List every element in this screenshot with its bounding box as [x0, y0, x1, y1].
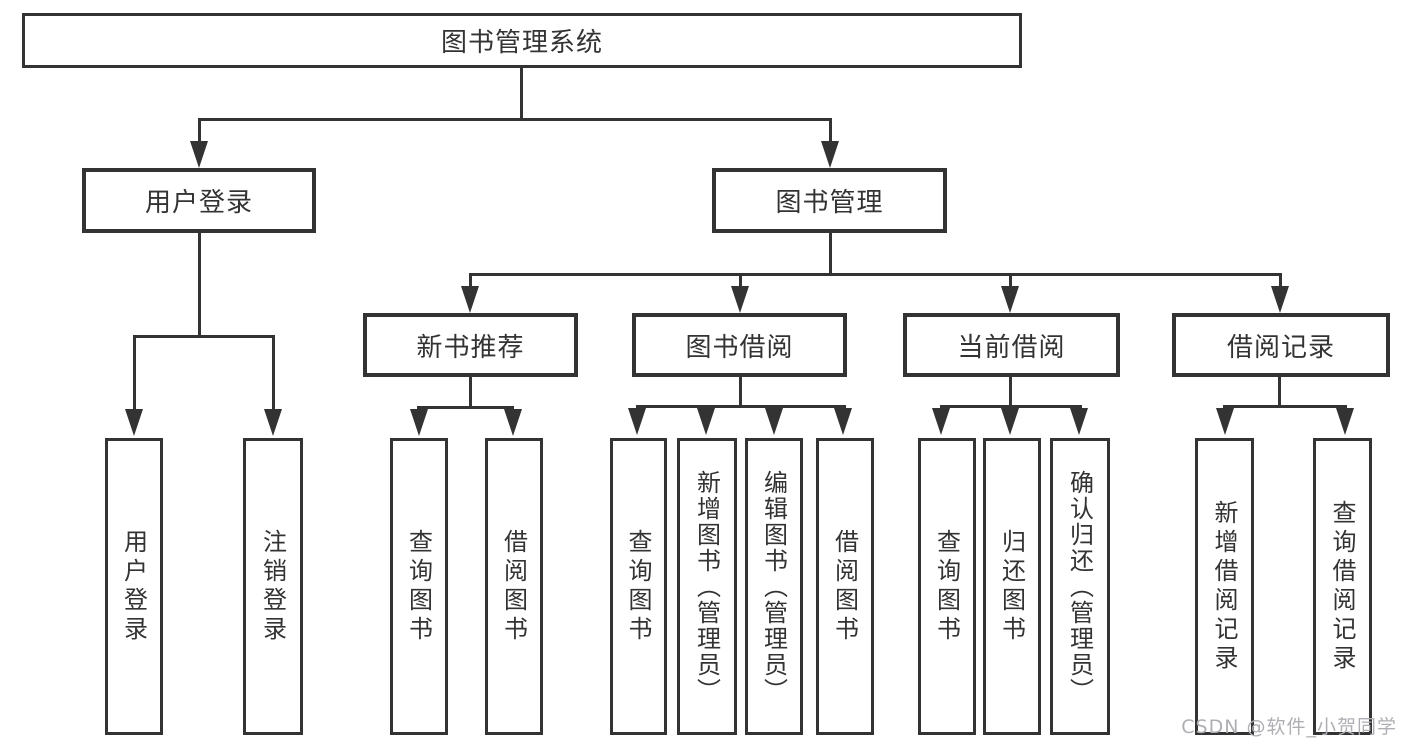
connector-newbook-hline — [417, 406, 514, 409]
connector-mgmt-stem — [829, 233, 832, 275]
node-user-login: 用户登录 — [82, 168, 316, 233]
arrow-down-new-book — [461, 286, 479, 313]
connector-drop-current-borrow — [1009, 275, 1012, 287]
connector-records-stem — [1278, 377, 1281, 408]
leaf-bb-add-book-admin: 新增图书（管理员） — [677, 438, 737, 735]
arrow-down-user-login — [190, 141, 208, 168]
connector-l2-hline — [198, 118, 832, 121]
leaf-bb-edit-book-admin-label: 编辑图书（管理员） — [759, 469, 788, 704]
arrow-down-current-borrow — [1001, 286, 1019, 313]
connector-drop-leaf-logout — [272, 337, 275, 410]
arrow-down-cb-confirm — [1070, 408, 1088, 435]
leaf-nb-query-books: 查询图书 — [390, 438, 448, 735]
connector-drop-book-mgmt — [829, 120, 832, 144]
arrow-down-rec-add — [1216, 408, 1234, 435]
connector-borrow-hline — [636, 405, 846, 408]
leaf-cb-confirm-return-admin: 确认归还（管理员） — [1050, 438, 1110, 735]
arrow-down-leaf-user-login — [125, 409, 143, 436]
arrow-down-book-mgmt — [821, 141, 839, 168]
connector-drop-new-book — [469, 275, 472, 287]
connector-borrow-stem — [739, 377, 742, 408]
leaf-bb-borrow-books-label: 借阅图书 — [830, 528, 859, 645]
arrow-down-nb-query — [410, 409, 428, 436]
node-current-borrow-label: 当前借阅 — [957, 332, 1066, 363]
connector-drop-user-login — [198, 120, 201, 144]
leaf-bb-borrow-books: 借阅图书 — [816, 438, 874, 735]
connector-root-stem — [520, 66, 523, 120]
leaf-bb-query-books: 查询图书 — [610, 438, 667, 735]
node-user-login-label: 用户登录 — [144, 188, 253, 218]
arrow-down-leaf-logout — [264, 409, 282, 436]
leaf-cb-query-books-label: 查询图书 — [932, 528, 961, 645]
node-book-mgmt: 图书管理 — [712, 168, 947, 233]
connector-newbook-stem — [469, 377, 472, 409]
leaf-rec-add-borrow-record: 新增借阅记录 — [1195, 438, 1254, 735]
connector-records-hline — [1223, 405, 1347, 408]
arrow-down-cb-return — [1001, 408, 1019, 435]
leaf-nb-borrow-books: 借阅图书 — [485, 438, 543, 735]
leaf-user-login-label: 用户登录 — [119, 528, 148, 645]
connector-drop-book-borrow — [739, 275, 742, 287]
arrow-down-book-borrow — [731, 286, 749, 313]
leaf-cb-confirm-return-admin-label: 确认归还（管理员） — [1065, 469, 1094, 704]
connector-user-hline — [133, 335, 275, 338]
leaf-rec-query-borrow-record: 查询借阅记录 — [1313, 438, 1372, 735]
node-book-borrow: 图书借阅 — [632, 313, 847, 377]
arrow-down-rec-query — [1336, 408, 1354, 435]
node-current-borrow: 当前借阅 — [903, 313, 1120, 377]
node-borrow-records: 借阅记录 — [1172, 313, 1390, 377]
leaf-cb-return-book-label: 归还图书 — [997, 528, 1026, 645]
connector-current-hline — [940, 405, 1082, 408]
arrow-down-nb-borrow — [504, 409, 522, 436]
arrow-down-bb-edit — [765, 408, 783, 435]
leaf-logout-label: 注销登录 — [258, 528, 287, 645]
connector-drop-leaf-user-login — [133, 337, 136, 410]
arrow-down-cb-query — [932, 408, 950, 435]
connector-user-stem — [198, 233, 201, 337]
node-root: 图书管理系统 — [22, 13, 1022, 68]
leaf-cb-return-book: 归还图书 — [983, 438, 1041, 735]
leaf-user-login: 用户登录 — [105, 438, 163, 735]
leaf-rec-query-borrow-record-label: 查询借阅记录 — [1328, 499, 1356, 674]
connector-drop-borrow-records — [1279, 275, 1282, 287]
node-new-book-rec-label: 新书推荐 — [416, 332, 525, 363]
leaf-nb-borrow-books-label: 借阅图书 — [499, 528, 528, 645]
arrow-down-bb-borrow — [834, 408, 852, 435]
arrow-down-bb-query — [628, 408, 646, 435]
connector-current-stem — [1009, 377, 1012, 408]
watermark-text: CSDN @软件_小贺同学 — [1181, 716, 1397, 738]
leaf-nb-query-books-label: 查询图书 — [404, 528, 433, 645]
arrow-down-bb-add — [697, 408, 715, 435]
leaf-bb-edit-book-admin: 编辑图书（管理员） — [745, 438, 803, 735]
node-book-mgmt-label: 图书管理 — [775, 188, 884, 218]
arrow-down-borrow-records — [1271, 286, 1289, 313]
connector-mgmt-hline — [469, 273, 1282, 276]
node-new-book-rec: 新书推荐 — [363, 313, 578, 377]
leaf-bb-query-books-label: 查询图书 — [624, 528, 652, 645]
node-borrow-records-label: 借阅记录 — [1226, 332, 1335, 363]
node-root-label: 图书管理系统 — [440, 28, 603, 58]
leaf-logout: 注销登录 — [243, 438, 303, 735]
leaf-cb-query-books: 查询图书 — [918, 438, 976, 735]
leaf-rec-add-borrow-record-label: 新增借阅记录 — [1210, 499, 1238, 674]
node-book-borrow-label: 图书借阅 — [685, 332, 794, 363]
leaf-bb-add-book-admin-label: 新增图书（管理员） — [692, 469, 721, 704]
